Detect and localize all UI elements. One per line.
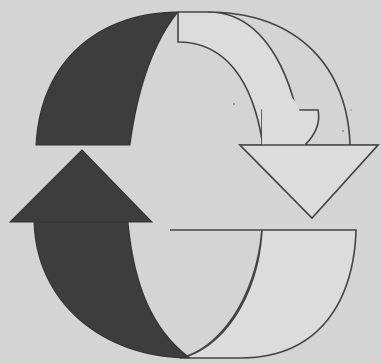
up-arrowhead [10, 150, 152, 222]
right-arrow-shaft [262, 88, 305, 145]
texture-speck [350, 109, 352, 111]
down-arrowhead-outline [240, 145, 378, 218]
top-arc-dark-band [36, 12, 178, 145]
bottom-arc-dark-band [34, 222, 190, 358]
texture-speck [233, 103, 235, 105]
texture-speck [342, 130, 344, 132]
bottom-arc-light-band [170, 230, 356, 358]
